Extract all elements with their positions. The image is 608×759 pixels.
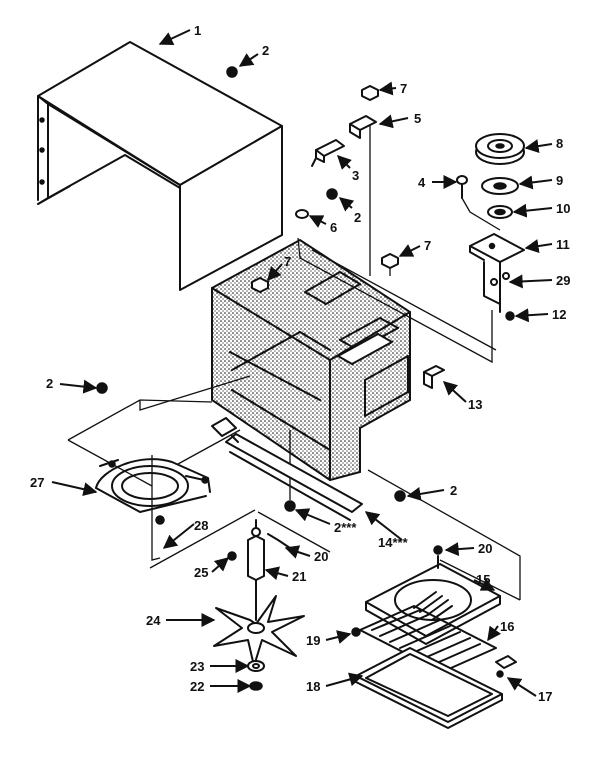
leader-lines: [51, 29, 553, 697]
label-27: 27: [30, 475, 44, 490]
washer-6: [295, 209, 309, 219]
label-6: 6: [330, 220, 337, 235]
label-2: 2: [354, 210, 361, 225]
screw-4: [456, 175, 468, 199]
label-22: 22: [190, 679, 204, 694]
bracket-13: [423, 365, 445, 389]
label-29: 29: [556, 273, 570, 288]
label-13: 13: [468, 397, 482, 412]
label-3: 3: [352, 168, 359, 183]
nut: [249, 681, 263, 691]
label-5: 5: [414, 111, 421, 126]
label-2-stars: 2***: [334, 520, 357, 535]
motor-pulley: [475, 133, 525, 165]
label-23: 23: [190, 659, 204, 674]
screw-19: [351, 627, 361, 637]
label-18: 18: [306, 679, 320, 694]
label-1: 1: [194, 23, 201, 38]
spacer-ring: [487, 205, 513, 219]
drive-gear: [481, 177, 519, 195]
stirrer-blade: [213, 595, 305, 667]
label-2: 2: [46, 376, 53, 391]
nut-7-mid: [381, 253, 399, 269]
mounting-bracket-5: [349, 115, 377, 139]
nut-7-left: [251, 277, 269, 293]
label-9: 9: [556, 173, 563, 188]
label-21: 21: [292, 569, 306, 584]
waveguide-cover: [211, 417, 363, 521]
label-25: 25: [194, 565, 208, 580]
label-15: 15: [476, 572, 490, 587]
label-24: 24: [146, 613, 161, 628]
label-7: 7: [284, 254, 291, 269]
label-11: 11: [556, 237, 570, 252]
assembly-guide-lines: [67, 120, 521, 601]
label-20: 20: [478, 541, 492, 556]
label-8: 8: [556, 136, 563, 151]
nut-7-top: [361, 85, 379, 101]
label-2: 2: [262, 43, 269, 58]
label-16: 16: [500, 619, 514, 634]
label-19: 19: [306, 633, 320, 648]
motor-bracket: [469, 233, 525, 305]
screw-2-cover: [284, 500, 296, 512]
label-7: 7: [400, 81, 407, 96]
screw-2-left: [96, 382, 108, 394]
label-12: 12: [552, 307, 566, 322]
drip-tray: [355, 647, 503, 729]
label-2: 2: [450, 483, 457, 498]
label-7: 7: [424, 238, 431, 253]
washer: [247, 660, 265, 672]
label-20: 20: [314, 549, 328, 564]
label-17: 17: [538, 689, 552, 704]
oven-cavity-chassis: [211, 238, 411, 482]
stirrer-bracket: [95, 458, 211, 525]
label-28: 28: [194, 518, 208, 533]
screw-12: [499, 303, 515, 321]
label-14-stars: 14***: [378, 535, 409, 550]
outer-cabinet: [37, 41, 283, 291]
screw-20: [433, 545, 443, 569]
screw-2-mid: [326, 188, 338, 200]
screw-2-right: [394, 490, 406, 502]
spacer-20: [267, 533, 291, 549]
washer-25: [227, 551, 237, 561]
switch-3: [311, 139, 345, 167]
stirrer-shaft: [247, 519, 265, 621]
callout-labels: 1 2 7 5 3 2 6 7 7 4 8 9 10 11 29 12 13 2…: [30, 23, 570, 704]
clip-17: [495, 655, 517, 678]
label-4: 4: [418, 175, 426, 190]
screw-2-top: [226, 66, 238, 78]
label-10: 10: [556, 201, 570, 216]
